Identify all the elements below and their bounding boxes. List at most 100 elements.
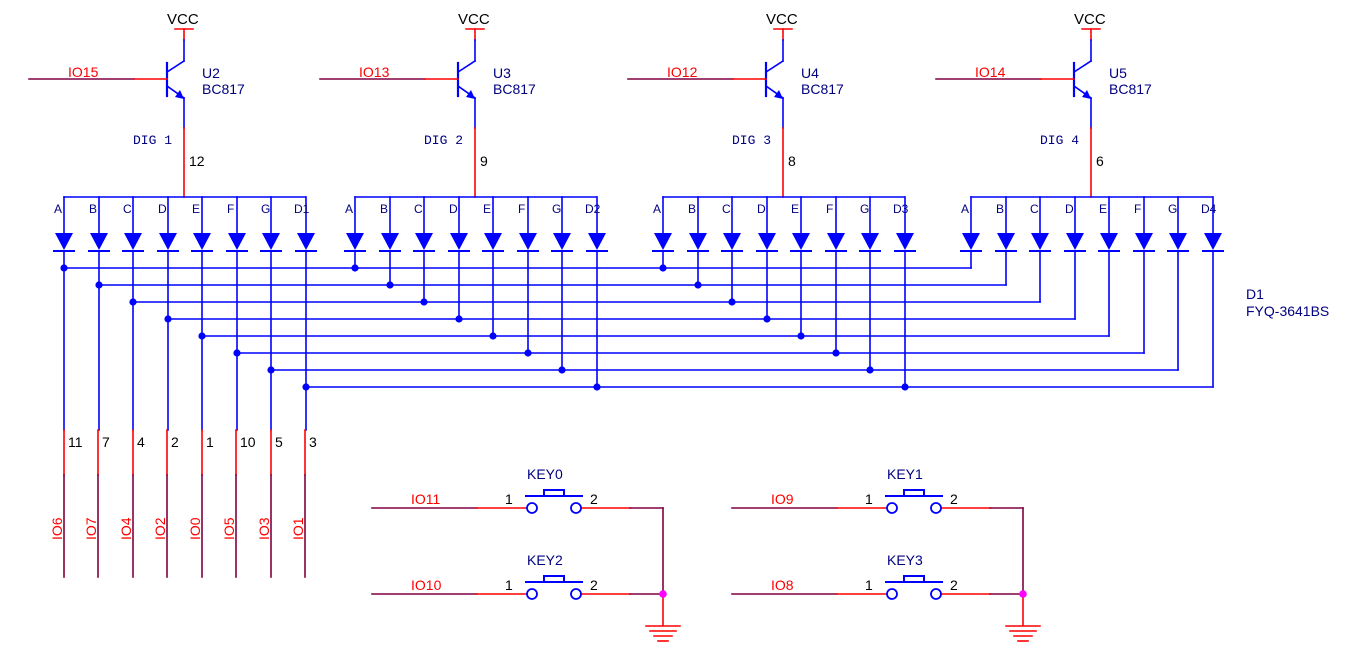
segment-pin-number-8: 3 [309,434,317,450]
segment-3-3-label: C [722,202,731,216]
junction-1-4 [164,315,172,323]
key-2-contact-left [526,588,538,600]
digit-label-1: DIG 1 [133,133,172,148]
junction-1-6 [233,349,241,357]
junction-1-2 [95,281,103,289]
segment-3-8-label: D3 [893,202,909,216]
transistor-collector-1 [165,59,186,74]
segment-2-7-diode-icon [553,233,571,250]
junction-2-7 [558,366,566,374]
transistor-emitter-arrow-4 [1082,90,1091,99]
key-1-pin1-number: 1 [505,491,513,507]
transistor-designator-4: U5 [1109,65,1127,81]
transistor-part-2: BC817 [493,81,536,97]
segment-pin-number-5: 1 [206,434,214,450]
key-3-contact-left [886,502,898,514]
digit-label-3: DIG 3 [732,133,771,148]
transistor-part-4: BC817 [1109,81,1152,97]
segment-3-7-label: G [860,202,869,216]
segment-2-5-label: E [483,202,491,216]
segment-2-5-diode-icon [484,233,502,250]
segment-3-3-diode-icon [723,233,741,250]
segment-pin-number-1: 11 [68,434,83,450]
segment-4-8-label: D4 [1201,202,1217,216]
segment-1-7-label: G [261,202,270,216]
segment-1-1-diode-icon [55,233,73,250]
segment-4-7-label: G [1168,202,1177,216]
key-2-contact-right [570,588,582,600]
segment-1-6-diode-icon [228,233,246,250]
segment-1-3-diode-icon [124,233,142,250]
junction-3-1 [659,264,667,272]
junction-2-1 [351,264,359,272]
transistor-designator-1: U2 [202,65,220,81]
segment-3-1-diode-icon [654,233,672,250]
segment-1-7-diode-icon [262,233,280,250]
wires [28,28,1224,642]
key-2-designator: KEY2 [527,552,563,568]
junction-3-8 [901,383,909,391]
segment-1-5-label: E [192,202,200,216]
junction-2-5 [489,332,497,340]
segment-2-4-label: D [449,202,458,216]
segment-net-label-1: IO6 [49,517,65,540]
segment-4-5-diode-icon [1100,233,1118,250]
segment-2-6-label: F [518,202,525,216]
transistor-part-1: BC817 [202,81,245,97]
segment-3-4-label: D [757,202,766,216]
segment-4-1-label: A [961,202,969,216]
net-label-base-1: IO15 [68,64,99,80]
key-group-1-junction [659,590,667,598]
transistor-emitter-arrow-3 [774,90,783,99]
segment-1-1-label: A [54,202,62,216]
segment-4-2-diode-icon [997,233,1015,250]
segment-4-2-label: B [996,202,1004,216]
segment-net-label-5: IO0 [187,517,203,540]
segment-3-8-diode-icon [896,233,914,250]
segment-4-6-label: F [1134,202,1141,216]
segment-2-3-label: C [414,202,423,216]
junction-3-4 [763,315,771,323]
segment-4-8-diode-icon [1204,233,1222,250]
net-label-base-3: IO12 [667,64,698,80]
junction-2-6 [524,349,532,357]
digit-pin-number-4: 6 [1096,153,1104,169]
transistor-emitter-arrow-1 [175,90,184,99]
junction-3-2 [694,281,702,289]
digit-label-2: DIG 2 [424,133,463,148]
segment-net-label-6: IO5 [221,517,237,540]
key-3-net-label: IO9 [771,491,794,507]
key-group-2-junction [1019,590,1027,598]
segment-4-6-diode-icon [1135,233,1153,250]
segment-1-6-label: F [227,202,234,216]
segment-net-label-2: IO7 [83,517,99,540]
key-2-net-label: IO10 [411,577,442,593]
segment-1-4-label: D [158,202,167,216]
key-4-designator: KEY3 [887,552,923,568]
junction-2-3 [420,298,428,306]
junction-1-7 [267,366,275,374]
key-3-pin1-number: 1 [865,491,873,507]
segment-3-2-diode-icon [689,233,707,250]
key-1-contact-right [570,502,582,514]
junction-3-3 [728,298,736,306]
segment-1-2-diode-icon [90,233,108,250]
segment-2-8-label: D2 [585,202,601,216]
segment-3-5-diode-icon [792,233,810,250]
segment-2-8-diode-icon [588,233,606,250]
segment-4-3-label: C [1030,202,1039,216]
vcc-label-4: VCC [1074,11,1106,28]
transistor-designator-3: U4 [801,65,819,81]
key-1-designator: KEY0 [527,466,563,482]
transistor-collector-4 [1072,59,1093,74]
transistor-designator-2: U3 [493,65,511,81]
transistor-emitter-arrow-2 [466,90,475,99]
digit-pin-number-2: 9 [480,153,488,169]
vcc-label-1: VCC [167,11,199,28]
segment-2-3-diode-icon [415,233,433,250]
segment-3-1-label: A [653,202,661,216]
key-1-net-label: IO11 [411,491,441,507]
junction-1-5 [198,332,206,340]
